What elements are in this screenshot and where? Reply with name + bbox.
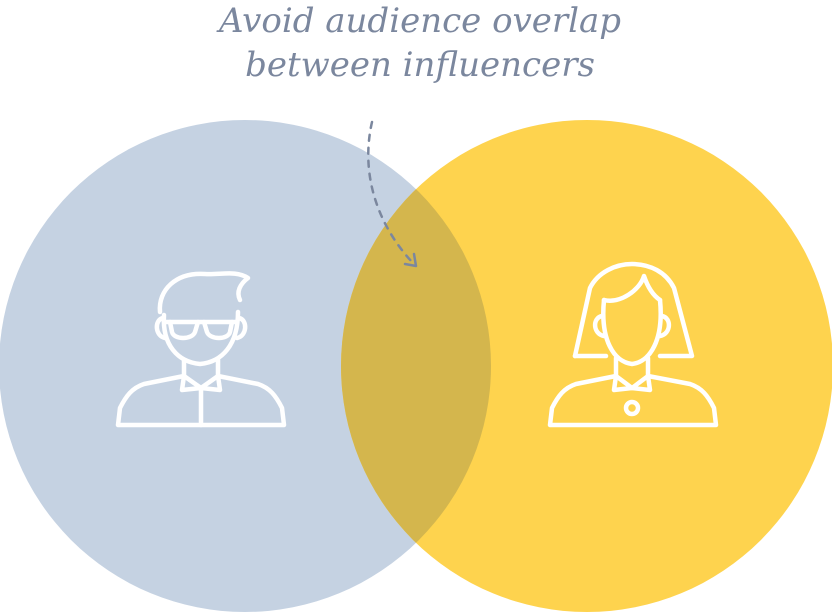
annotation-line-1: Avoid audience overlap <box>216 1 621 41</box>
annotation-arrow-icon <box>367 120 418 268</box>
left-audience-circle <box>0 120 491 612</box>
woman-icon <box>547 261 719 428</box>
right-audience-circle <box>341 120 832 612</box>
annotation-line-2: between influencers <box>245 45 595 85</box>
man-with-sunglasses-icon <box>115 271 287 428</box>
